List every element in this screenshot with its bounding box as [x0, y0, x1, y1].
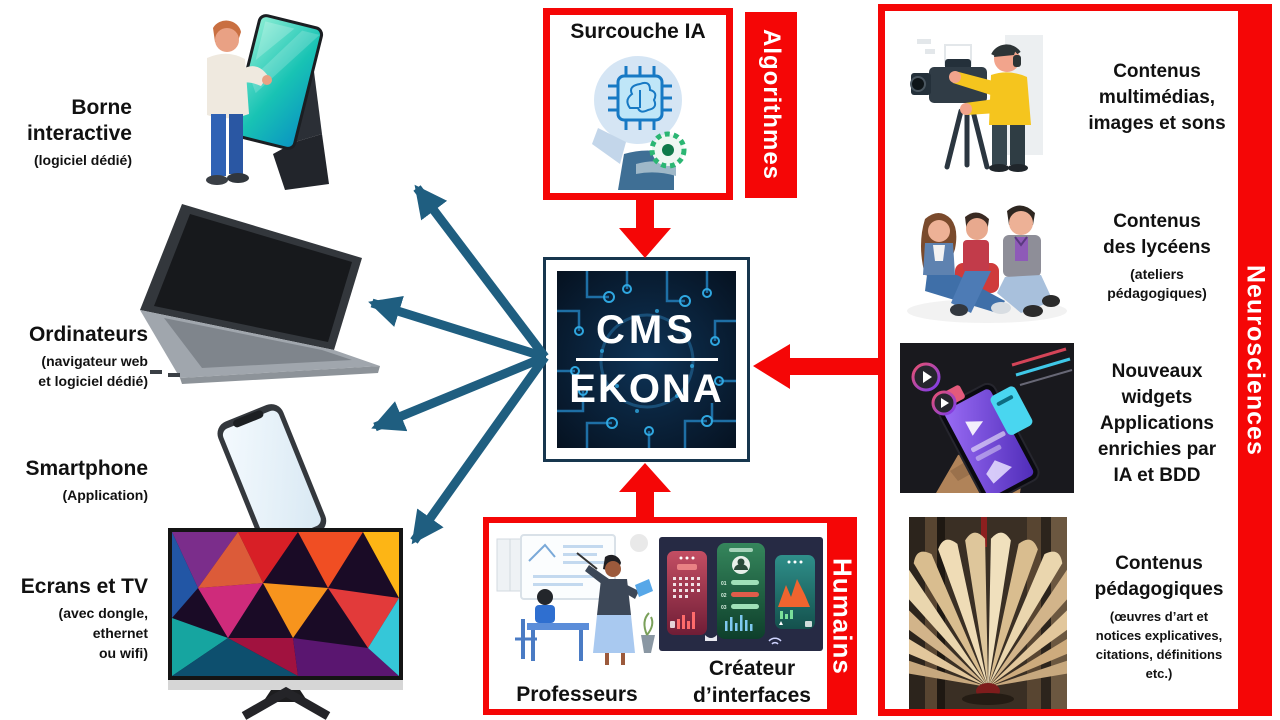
- device-ordinateurs-label: Ordinateurs (navigateur web et logiciel …: [10, 322, 148, 391]
- cms-divider: [575, 358, 718, 361]
- cameraman-illustration: [905, 19, 1065, 173]
- neuro-item-2: Contenus des lycéens (ateliers pédagogiq…: [1073, 209, 1241, 303]
- neuro-item-3-title: Nouveaux widgets Applications enrichies …: [1097, 361, 1217, 486]
- createur-interfaces-label: Créateur d’interfaces: [693, 657, 811, 707]
- neuro-item-1-title: Contenus multimédias, images et sons: [1088, 61, 1226, 134]
- neuro-item-4: Contenus pédagogiques (œuvres d’art et n…: [1073, 551, 1245, 683]
- cms-line1: CMS: [596, 308, 697, 352]
- device-smartphone-label: Smartphone (Application): [10, 456, 148, 505]
- circuit-board-image: CMS EKONA: [557, 271, 736, 448]
- arrow-left-head: [753, 344, 790, 389]
- ai-head-chip-icon: [592, 56, 687, 190]
- arrow-up-shaft: [636, 490, 654, 518]
- professeurs-label: Professeurs: [516, 683, 638, 706]
- arrow-left-shaft: [788, 358, 879, 375]
- device-note: (logiciel dédié): [33, 152, 132, 168]
- surcouche-title: Surcouche IA: [570, 20, 706, 43]
- cms-ekona-wordmark: CMS EKONA: [557, 271, 736, 448]
- arrow-down-head: [619, 228, 671, 258]
- arrow-to-smartphone: [371, 352, 547, 432]
- tag-neurosciences: Neurosciences: [1238, 4, 1272, 716]
- arrow-to-tv: [410, 354, 549, 545]
- cms-ekona-box: CMS EKONA: [543, 257, 750, 462]
- classroom-teacher-illustration: [496, 534, 655, 665]
- device-note: (avec dongle, ethernet ou wifi): [58, 605, 148, 661]
- arrow-down-shaft: [636, 199, 654, 230]
- neuro-item-2-title: Contenus des lycéens: [1103, 211, 1211, 258]
- app-interfaces-illustration: 01 02 03: [659, 537, 823, 651]
- phone-widgets-photo: [900, 343, 1074, 493]
- tag-algorithmes: Algorithmes: [745, 12, 797, 198]
- kiosk-user-illustration: [206, 14, 329, 190]
- device-note: (navigateur web et logiciel dédié): [38, 353, 148, 389]
- device-title: Ecrans et TV: [20, 575, 148, 598]
- neuro-item-2-note: (ateliers pédagogiques): [1107, 266, 1207, 301]
- open-book-photo: [909, 517, 1067, 709]
- neuro-item-4-title: Contenus pédagogiques: [1094, 553, 1224, 600]
- tag-humains: Humains: [827, 523, 858, 709]
- teenagers-photo: [899, 191, 1075, 331]
- neuro-item-4-note: (œuvres d’art et notices explicatives, c…: [1095, 609, 1223, 681]
- cms-line2: EKONA: [569, 367, 724, 411]
- surcouche-ia-box: Surcouche IA: [543, 8, 733, 200]
- arrow-to-kiosk: [413, 184, 549, 360]
- device-title: Ordinateurs: [28, 323, 148, 346]
- svg-text:01: 01: [721, 581, 727, 587]
- arrow-up-head: [619, 463, 671, 492]
- svg-text:02: 02: [721, 593, 727, 599]
- device-title: Borne interactive: [26, 96, 132, 145]
- neurosciences-panel: Contenus multimédias, images et sons: [878, 4, 1272, 716]
- device-title: Smartphone: [25, 457, 148, 480]
- laptop-illustration: [140, 204, 380, 384]
- device-note: (Application): [62, 487, 148, 503]
- tv-monitor-illustration: [168, 528, 403, 720]
- humains-box: Professeurs: [483, 517, 857, 715]
- svg-text:03: 03: [721, 605, 727, 611]
- device-ecrans-tv-label: Ecrans et TV (avec dongle, ethernet ou w…: [10, 574, 148, 663]
- device-borne-interactive-label: Borne interactive (logiciel dédié): [6, 95, 132, 170]
